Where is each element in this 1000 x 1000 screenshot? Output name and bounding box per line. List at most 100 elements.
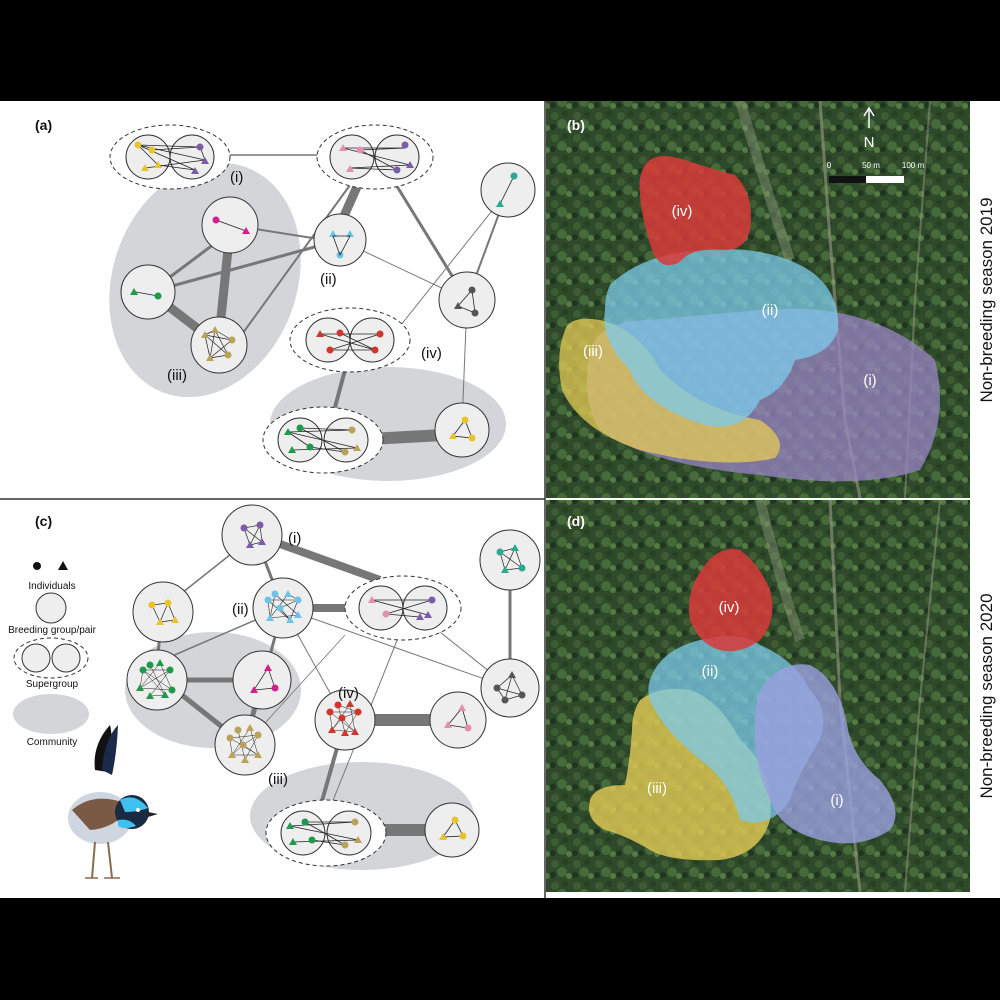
group-node [479,529,541,591]
figure-svg: (iv) (ii) (iii) (i) (b) N 0 50 m 100 m (… [0,99,996,898]
home-range-b-ii [604,249,839,427]
scale-bar-white [866,176,904,183]
individual-male [206,354,214,361]
home-range-d-iv [689,549,773,652]
individual-female [234,726,242,734]
network-a-label-iv: (iv) [421,345,442,362]
group-node [125,134,171,180]
individual-male [339,144,347,151]
individual-female [168,686,176,694]
individual-female [256,521,264,529]
map-d-label-iv: (iv) [719,599,740,616]
triad-edges [332,235,351,256]
group-node [126,649,188,711]
individual-female [393,166,401,174]
triad-edges [452,419,473,439]
group-node [434,402,490,458]
individual-female [134,141,142,149]
north-arrowhead-icon [863,106,875,117]
individual-female [338,714,346,722]
individual-male [154,161,162,168]
individual-male [286,822,294,829]
individual-female [228,336,236,344]
individual-female [348,426,356,434]
individual-male [284,590,292,597]
group-node [326,810,372,856]
individual-male [286,616,294,623]
individual-male [258,538,266,545]
group-node [280,810,326,856]
pair-edge [215,219,247,232]
group-node [232,650,292,710]
individual-male [156,659,164,666]
map-d-label-iii: (iii) [647,780,667,797]
fairy-wren-illustration [68,725,158,879]
individual-male [449,432,457,439]
map-b-label-iii: (iii) [583,343,603,360]
edges-within-supergroup [342,147,411,171]
individual-female [493,684,501,692]
individual-female [276,604,284,612]
individual-female [271,684,279,692]
individual-male [130,288,138,295]
individual-male [454,302,462,309]
network-a-label-iii: (iii) [167,367,187,384]
individual-female [239,741,247,749]
network-c-label-iv: (iv) [338,685,359,702]
individual-male [211,326,219,333]
map-b-label-ii: (ii) [762,302,779,319]
individual-female [154,292,162,300]
individual-male [424,611,432,618]
network-c-label-ii: (ii) [232,601,249,618]
individual-female [464,724,472,732]
individual-male [250,686,258,693]
network-c-label-i: (i) [288,530,301,547]
individual-male [341,729,349,736]
individual-female [376,330,384,338]
group-node [358,585,404,631]
clique-edges [253,667,276,691]
individual-female [308,836,316,844]
individual-female [468,434,476,442]
legend-individual-female-icon [33,562,41,570]
individual-male [368,596,376,603]
individual-male [264,664,272,671]
group-node [323,417,369,463]
group-node [429,691,487,749]
map-d-label-i: (i) [830,792,843,809]
group-node [480,658,540,718]
group-node [402,585,448,631]
scale-tick-100: 100 m [902,161,925,170]
map-b: (iv) (ii) (iii) (i) (b) N 0 50 m 100 m [546,99,970,499]
individual-female [451,816,459,824]
individual-male [316,330,324,337]
individual-female [341,841,349,849]
individual-male [201,157,209,164]
edges-within-supergroup [319,332,381,351]
individual-female [148,601,156,609]
individual-male [266,614,274,621]
group-node [424,802,480,858]
individual-male [351,728,359,735]
legend-community-icon [13,694,89,734]
network-a: (a) [35,117,536,481]
individual-male [416,613,424,620]
individual-male [201,331,209,338]
individual-female [264,596,272,604]
individual-male [284,428,292,435]
group-node [314,689,376,751]
panel-d-label: (d) [567,513,585,529]
legend-supergroup-label: Supergroup [26,679,79,690]
individual-female [371,346,379,354]
network-c: (c) Individuals Breeding group/pair Supe… [8,504,541,879]
individual-male [254,751,262,758]
individual-female [139,666,147,674]
individual-female [428,596,436,604]
map-d-label-ii: (ii) [702,663,719,680]
legend-breeding-group-label: Breeding group/pair [8,625,97,636]
pair-edge [499,175,515,205]
group-node [480,162,536,218]
individual-male [242,227,250,234]
individual-female [356,146,364,154]
